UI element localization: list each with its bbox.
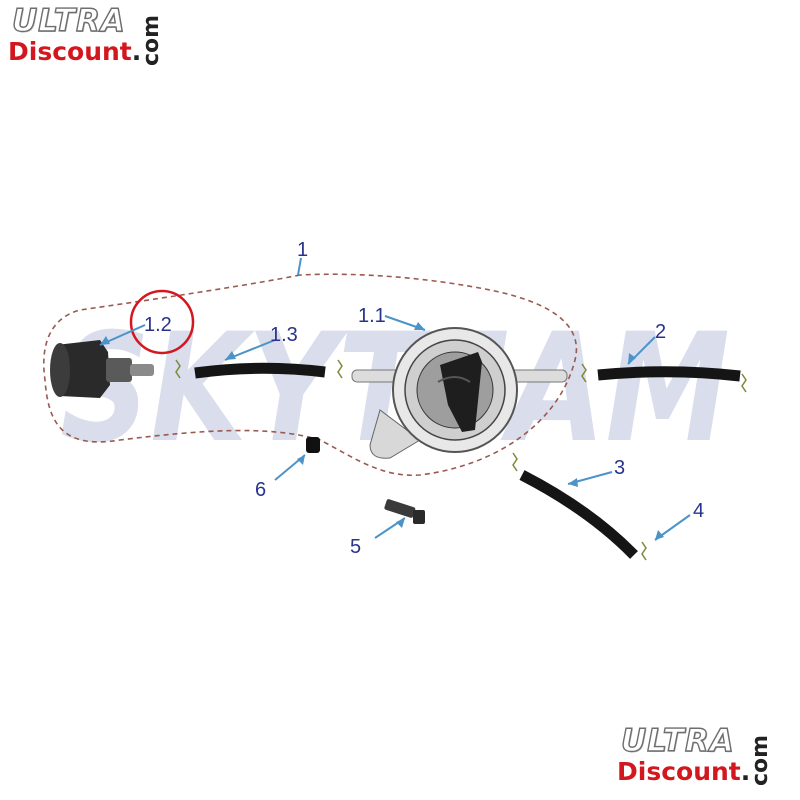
highlight-ring	[129, 289, 195, 355]
callout-1-2: 1.2	[144, 314, 172, 336]
hose-curved	[519, 470, 638, 559]
hose-right	[597, 366, 741, 382]
part-valve	[351, 327, 568, 459]
logo-brand: ULTRA	[11, 3, 126, 39]
leader-arrowheads	[100, 322, 664, 540]
logo-top-left: ULTRA Discount. com	[8, 3, 183, 74]
part-plug	[306, 437, 320, 453]
callout-1-1: 1.1	[358, 305, 386, 327]
logo-brand: ULTRA	[620, 723, 735, 759]
logo-store: Discount.	[617, 757, 751, 786]
callout-3: 3	[614, 457, 625, 479]
logo-tld: com	[139, 14, 164, 66]
callout-2: 2	[655, 321, 666, 343]
hose-left	[194, 362, 326, 379]
callout-4: 4	[693, 500, 704, 522]
callout-1-3: 1.3	[270, 324, 298, 346]
part-bolt	[384, 499, 425, 524]
logo-store: Discount.	[8, 37, 142, 66]
logo-bottom-right: ULTRA Discount. com	[617, 723, 792, 794]
callout-5: 5	[350, 536, 361, 558]
callout-1: 1	[297, 239, 308, 261]
callout-6: 6	[255, 479, 266, 501]
logo-tld: com	[748, 734, 773, 786]
part-knob	[50, 340, 154, 398]
part-clips	[175, 359, 747, 561]
